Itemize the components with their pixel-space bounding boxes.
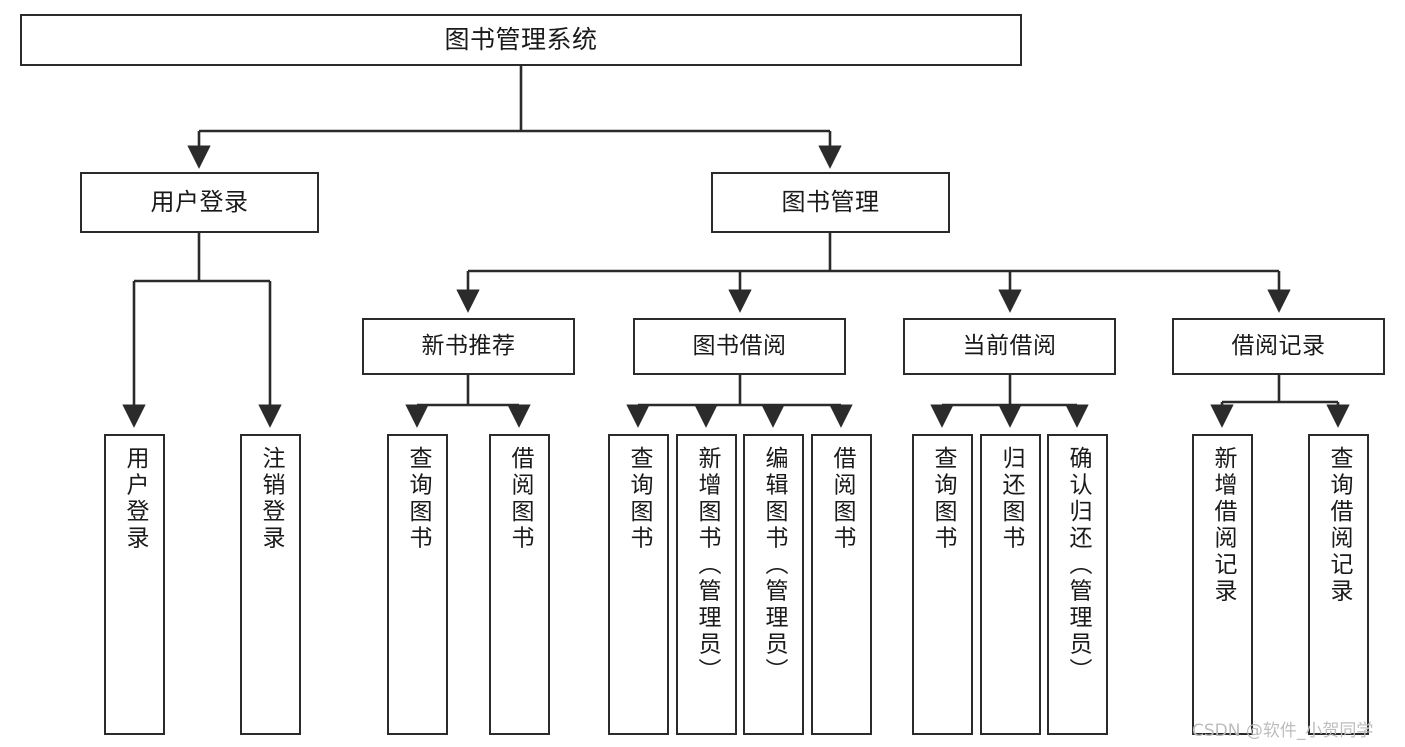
node-current-borrow[interactable]: 当前借阅 xyxy=(903,318,1116,375)
node-leaf-query-book-1-label: 查询图书 xyxy=(405,446,431,552)
node-user-login[interactable]: 用户登录 xyxy=(80,172,319,233)
node-book-borrow-label: 图书借阅 xyxy=(692,332,787,359)
node-leaf-return-book-label: 归还图书 xyxy=(998,446,1024,552)
node-leaf-confirm-return[interactable]: 确认归还（管理员） xyxy=(1047,434,1108,735)
node-leaf-query-record[interactable]: 查询借阅记录 xyxy=(1308,434,1369,735)
node-leaf-borrow-book-2[interactable]: 借阅图书 xyxy=(811,434,872,735)
node-leaf-add-record-label: 新增借阅记录 xyxy=(1210,446,1236,605)
node-leaf-confirm-return-label: 确认归还（管理员） xyxy=(1065,446,1091,685)
node-leaf-add-book[interactable]: 新增图书（管理员） xyxy=(676,434,737,735)
node-leaf-edit-book[interactable]: 编辑图书（管理员） xyxy=(743,434,804,735)
node-leaf-add-record[interactable]: 新增借阅记录 xyxy=(1192,434,1253,735)
node-new-book-rec[interactable]: 新书推荐 xyxy=(362,318,575,375)
csdn-watermark: CSDN @软件_小贺同学 xyxy=(1192,721,1374,741)
node-root[interactable]: 图书管理系统 xyxy=(20,14,1022,66)
node-leaf-user-login-label: 用户登录 xyxy=(122,446,148,552)
node-leaf-return-book[interactable]: 归还图书 xyxy=(980,434,1041,735)
node-leaf-query-record-label: 查询借阅记录 xyxy=(1326,446,1352,605)
node-book-manage-label: 图书管理 xyxy=(781,188,880,217)
node-leaf-query-book-2[interactable]: 查询图书 xyxy=(608,434,669,735)
node-leaf-query-book-1[interactable]: 查询图书 xyxy=(387,434,448,735)
node-leaf-borrow-book-1-label: 借阅图书 xyxy=(507,446,533,552)
node-new-book-rec-label: 新书推荐 xyxy=(421,332,516,359)
node-leaf-borrow-book-2-label: 借阅图书 xyxy=(829,446,855,552)
node-leaf-user-logout[interactable]: 注销登录 xyxy=(240,434,301,735)
node-leaf-query-book-2-label: 查询图书 xyxy=(626,446,652,552)
node-book-manage[interactable]: 图书管理 xyxy=(711,172,950,233)
node-user-login-label: 用户登录 xyxy=(150,188,249,217)
node-leaf-user-logout-label: 注销登录 xyxy=(258,446,284,552)
node-borrow-record-label: 借阅记录 xyxy=(1231,332,1326,359)
node-leaf-add-book-label: 新增图书（管理员） xyxy=(694,446,720,685)
node-leaf-query-book-3-label: 查询图书 xyxy=(930,446,956,552)
node-current-borrow-label: 当前借阅 xyxy=(962,332,1057,359)
node-borrow-record[interactable]: 借阅记录 xyxy=(1172,318,1385,375)
node-book-borrow[interactable]: 图书借阅 xyxy=(633,318,846,375)
node-leaf-edit-book-label: 编辑图书（管理员） xyxy=(761,446,787,685)
node-root-label: 图书管理系统 xyxy=(444,25,598,54)
node-leaf-user-login[interactable]: 用户登录 xyxy=(104,434,165,735)
node-leaf-borrow-book-1[interactable]: 借阅图书 xyxy=(489,434,550,735)
node-leaf-query-book-3[interactable]: 查询图书 xyxy=(912,434,973,735)
